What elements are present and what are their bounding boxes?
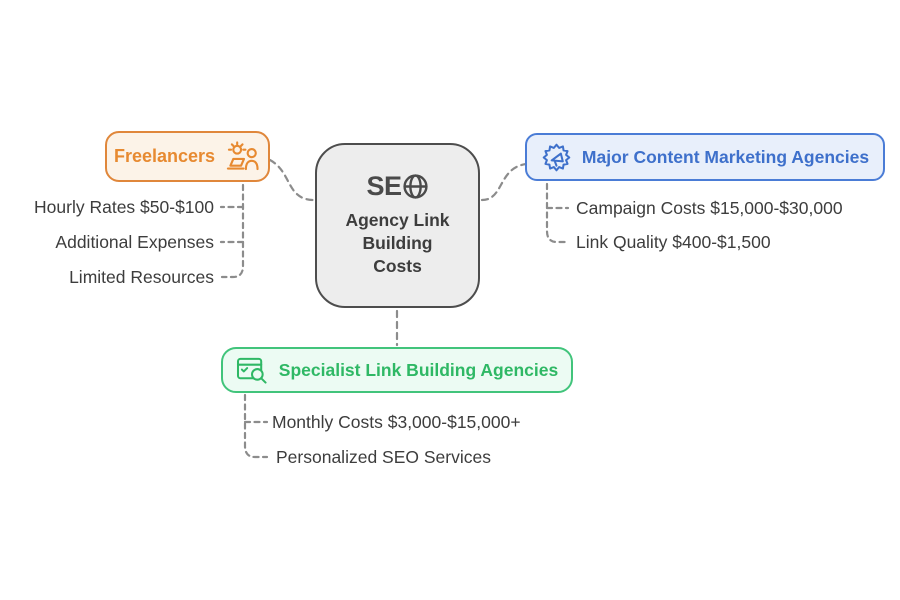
leaf-link-quality: Link Quality $400-$1,500 (576, 232, 771, 252)
leaf-monthly-costs: Monthly Costs $3,000-$15,000+ (272, 412, 521, 432)
center-title-line: Agency Link (345, 210, 450, 230)
leaf-hourly-rates: Hourly Rates $50-$100 (34, 197, 214, 217)
browser-search-icon (236, 357, 267, 384)
freelancers-branch-rail (220, 183, 245, 279)
seo-logo-text: SE (366, 171, 402, 201)
specialist-branch-rail (243, 393, 269, 459)
node-specialist-link-building-agencies: Specialist Link Building Agencies (221, 347, 573, 393)
center-title-line: Costs (373, 256, 422, 276)
center-title: Agency Link Building Costs (345, 209, 449, 278)
badge-megaphone-icon (542, 143, 571, 171)
node-specialist-label: Specialist Link Building Agencies (278, 359, 559, 380)
node-center-agency-link-building-costs: SE Agency Link Building Costs (315, 143, 480, 308)
major-branch-rail (545, 182, 570, 244)
node-freelancers-label: Freelancers (113, 146, 216, 166)
node-freelancers: Freelancers (105, 131, 270, 182)
seo-logo: SE (366, 173, 428, 200)
leaf-additional-expenses: Additional Expenses (55, 232, 214, 252)
center-title-line: Building (362, 233, 433, 253)
node-major-label: Major Content Marketing Agencies (581, 146, 870, 167)
freelancer-sun-laptop-icon (226, 141, 259, 171)
leaf-campaign-costs: Campaign Costs $15,000-$30,000 (576, 198, 843, 218)
node-major-content-marketing-agencies: Major Content Marketing Agencies (525, 133, 885, 181)
leaf-personalized-seo: Personalized SEO Services (276, 447, 491, 467)
connector-freelancers-to-center (268, 158, 315, 202)
leaf-limited-resources: Limited Resources (69, 267, 214, 287)
globe-icon (402, 174, 428, 199)
connector-center-to-major (480, 162, 528, 202)
